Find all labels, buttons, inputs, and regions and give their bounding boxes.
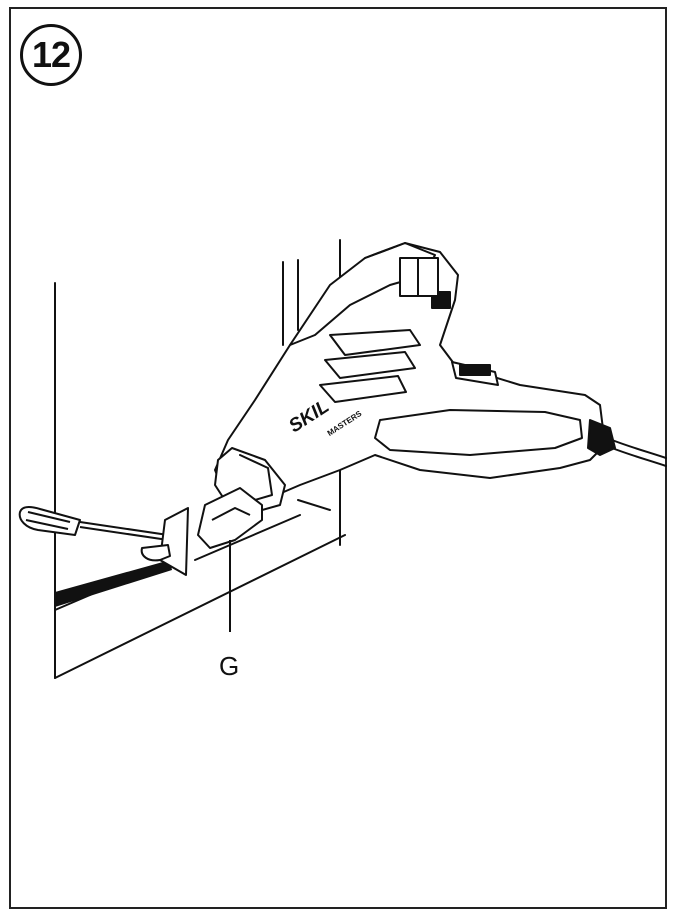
scraper-shaft bbox=[79, 526, 169, 541]
paint-strip bbox=[55, 560, 172, 607]
power-cord bbox=[611, 439, 667, 467]
sill-groove-line bbox=[194, 514, 301, 561]
callout-label-g: G bbox=[219, 651, 240, 681]
paint-curl bbox=[140, 544, 171, 562]
scraper-tool bbox=[18, 506, 189, 576]
step-number-badge: 12 bbox=[20, 24, 82, 86]
sill-front-edge bbox=[54, 534, 346, 679]
heat-gun-body bbox=[214, 242, 616, 513]
step-number: 12 bbox=[31, 34, 71, 75]
nozzle-g bbox=[197, 487, 263, 549]
sill-inner-line bbox=[297, 499, 331, 511]
